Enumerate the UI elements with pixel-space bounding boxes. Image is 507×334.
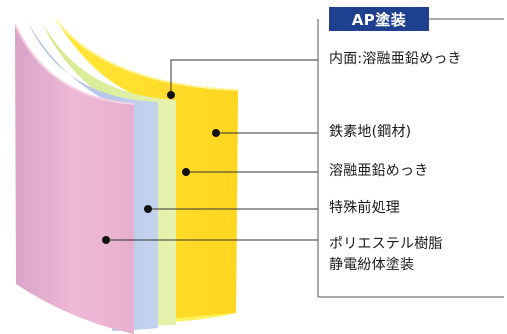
title-badge: AP塗装 bbox=[329, 7, 429, 31]
label-pretreatment: 特殊前処理 bbox=[329, 200, 400, 216]
leader-dots bbox=[102, 91, 220, 244]
powder-coat-layer bbox=[15, 24, 134, 334]
label-inner-zinc: 内面:溶融亜鉛めっき bbox=[329, 51, 462, 67]
leader-inner bbox=[170, 59, 318, 93]
dot-zinc bbox=[182, 168, 190, 176]
dot-steel bbox=[212, 129, 220, 137]
inner-edge bbox=[55, 19, 239, 91]
label-powder-line1: ポリエステル樹脂 bbox=[329, 236, 443, 252]
label-powder-line2: 静電紛体塗装 bbox=[329, 257, 415, 273]
dot-inner bbox=[167, 91, 175, 99]
dot-powder bbox=[102, 236, 110, 244]
leader-lines bbox=[106, 59, 318, 241]
label-zinc: 溶融亜鉛めっき bbox=[329, 163, 429, 179]
dot-pretreat bbox=[144, 205, 152, 213]
top-edge-highlight bbox=[14, 23, 135, 105]
label-steel: 鉄素地(鋼材) bbox=[329, 124, 412, 140]
label-bracket bbox=[317, 18, 504, 298]
